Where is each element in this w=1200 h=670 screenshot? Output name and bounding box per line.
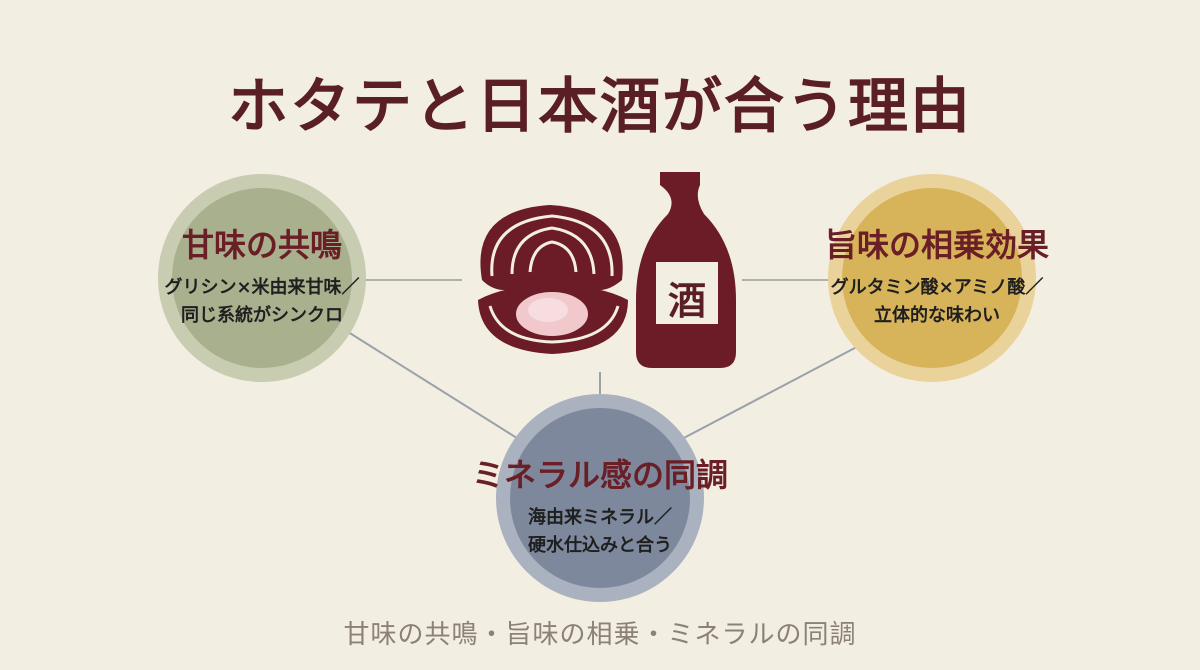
mineral-node-circle [496,394,704,602]
umami-line2: 立体的な味わい [874,305,1000,326]
connector-umami-mineral [679,339,871,441]
sake-bottle-label: 酒 [667,278,706,323]
umami-node: 旨味の相乗効果 グルタミン酸×アミノ酸／ 立体的な味わい [792,220,1082,330]
mineral-line2: 硬水仕込みと合う [528,535,672,556]
connector-sweet-mineral [344,329,521,441]
sake-bottle-icon [636,172,736,368]
umami-node-circle [828,174,1036,382]
sweet-heading: 甘味の共鳴 [181,226,342,264]
sweet-node: 甘味の共鳴 グリシン×米由来甘味／ 同じ系統がシンクロ [132,220,392,330]
sweet-node-circle [158,174,366,382]
umami-heading: 旨味の相乗効果 [824,226,1049,264]
umami-line1: グルタミン酸×アミノ酸／ [830,277,1044,298]
mineral-heading: ミネラル感の同調 [471,456,728,494]
sweet-line2: 同じ系統がシンクロ [181,305,343,326]
sweet-line1: グリシン×米由来甘味／ [164,277,360,298]
mineral-node: ミネラル感の同調 海由来ミネラル／ 硬水仕込みと合う [440,450,760,560]
mineral-line1: 海由来ミネラル／ [528,507,672,528]
scallop-icon [478,205,628,354]
page-title: ホタテと日本酒が合う理由 [228,72,972,142]
summary-footer: 甘味の共鳴・旨味の相乗・ミネラルの同調 [343,620,857,650]
